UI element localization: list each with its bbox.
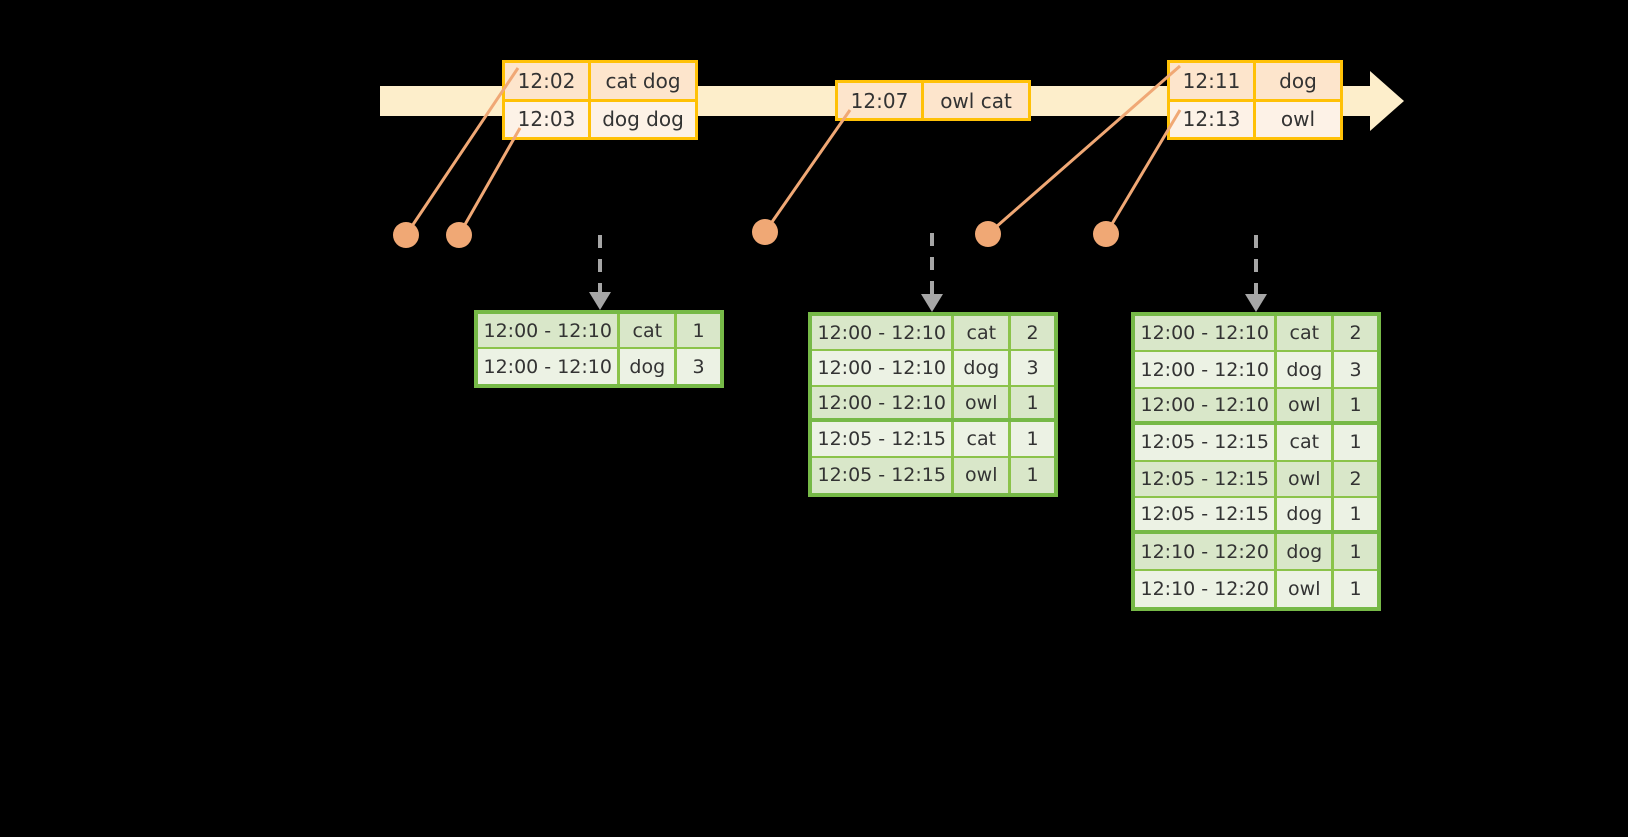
event-box-3[interactable]: 12:11 dog 12:13 owl bbox=[1167, 60, 1343, 140]
trigger-dots bbox=[393, 219, 1119, 248]
count-cell: 1 bbox=[1334, 570, 1377, 608]
connector-line-2 bbox=[457, 127, 522, 236]
count-cell: 3 bbox=[677, 349, 720, 384]
count-cell: 1 bbox=[1334, 388, 1377, 422]
emit-arrows bbox=[589, 233, 1267, 312]
count-cell: 1 bbox=[677, 314, 720, 348]
window-cell: 12:00 - 12:10 bbox=[812, 316, 955, 350]
window-cell: 12:05 - 12:15 bbox=[812, 457, 955, 494]
event-words: dog dog bbox=[591, 101, 695, 137]
word-cell: dog bbox=[1277, 534, 1335, 569]
event-words: owl bbox=[1256, 101, 1340, 137]
event-words: owl cat bbox=[924, 83, 1028, 118]
event-time: 12:02 bbox=[505, 63, 591, 99]
event-words: cat dog bbox=[591, 63, 695, 99]
window-cell: 12:00 - 12:10 bbox=[812, 386, 955, 419]
window-cell: 12:00 - 12:10 bbox=[812, 351, 955, 385]
count-cell: 2 bbox=[1334, 461, 1377, 496]
emit-arrow-3-head-icon bbox=[1245, 294, 1267, 312]
count-cell: 1 bbox=[1334, 497, 1377, 531]
emit-arrow-2-head-icon bbox=[921, 294, 943, 312]
word-cell: dog bbox=[1277, 352, 1335, 387]
trigger-dot-1[interactable] bbox=[393, 222, 419, 248]
event-box-1[interactable]: 12:02 cat dog 12:03 dog dog bbox=[502, 60, 698, 140]
word-cell: cat bbox=[1277, 425, 1335, 460]
trigger-dot-2[interactable] bbox=[446, 222, 472, 248]
event-row: 12:13 owl bbox=[1170, 98, 1340, 137]
emit-arrow-1-head-icon bbox=[589, 292, 611, 310]
window-cell: 12:00 - 12:10 bbox=[1135, 316, 1278, 351]
window-cell: 12:05 - 12:15 bbox=[812, 422, 955, 456]
window-cell: 12:00 - 12:10 bbox=[1135, 352, 1278, 387]
event-row: 12:03 dog dog bbox=[505, 98, 695, 137]
word-cell: owl bbox=[954, 457, 1012, 494]
window-cell: 12:10 - 12:20 bbox=[1135, 534, 1278, 569]
event-time: 12:03 bbox=[505, 101, 591, 137]
word-cell: dog bbox=[1277, 497, 1335, 531]
event-time: 12:07 bbox=[838, 83, 924, 118]
window-cell: 12:10 - 12:20 bbox=[1135, 570, 1278, 608]
word-cell: cat bbox=[954, 316, 1012, 350]
window-cell: 12:00 - 12:10 bbox=[478, 349, 621, 384]
timeline-arrow-right-icon bbox=[1370, 71, 1404, 131]
count-cell: 1 bbox=[1011, 457, 1054, 494]
window-cell: 12:05 - 12:15 bbox=[1135, 425, 1278, 460]
window-cell: 12:05 - 12:15 bbox=[1135, 497, 1278, 531]
event-time: 12:13 bbox=[1170, 101, 1256, 137]
count-cell: 2 bbox=[1011, 316, 1054, 350]
window-cell: 12:00 - 12:10 bbox=[1135, 388, 1278, 422]
event-time: 12:11 bbox=[1170, 63, 1256, 99]
trigger-dot-3[interactable] bbox=[752, 219, 778, 245]
event-box-2[interactable]: 12:07 owl cat bbox=[835, 80, 1031, 121]
count-cell: 3 bbox=[1011, 351, 1054, 385]
count-cell: 1 bbox=[1334, 534, 1377, 569]
word-cell: dog bbox=[954, 351, 1012, 385]
count-cell: 1 bbox=[1334, 425, 1377, 460]
word-cell: owl bbox=[1277, 461, 1335, 496]
word-cell: owl bbox=[954, 386, 1012, 419]
word-cell: dog bbox=[620, 349, 678, 384]
count-cell: 3 bbox=[1334, 352, 1377, 387]
connector-line-3 bbox=[763, 109, 852, 233]
window-cell: 12:05 - 12:15 bbox=[1135, 461, 1278, 496]
event-words: dog bbox=[1256, 63, 1340, 99]
trigger-dot-4[interactable] bbox=[975, 221, 1001, 247]
window-cell: 12:00 - 12:10 bbox=[478, 314, 621, 348]
word-cell: owl bbox=[1277, 570, 1335, 608]
event-row: 12:02 cat dog bbox=[505, 63, 695, 99]
word-cell: cat bbox=[954, 422, 1012, 456]
word-cell: cat bbox=[1277, 316, 1335, 351]
word-cell: owl bbox=[1277, 388, 1335, 422]
trigger-dot-5[interactable] bbox=[1093, 221, 1119, 247]
word-cell: cat bbox=[620, 314, 678, 348]
event-row: 12:07 owl cat bbox=[838, 83, 1028, 118]
count-cell: 1 bbox=[1011, 422, 1054, 456]
count-cell: 2 bbox=[1334, 316, 1377, 351]
event-row: 12:11 dog bbox=[1170, 63, 1340, 99]
count-cell: 1 bbox=[1011, 386, 1054, 419]
